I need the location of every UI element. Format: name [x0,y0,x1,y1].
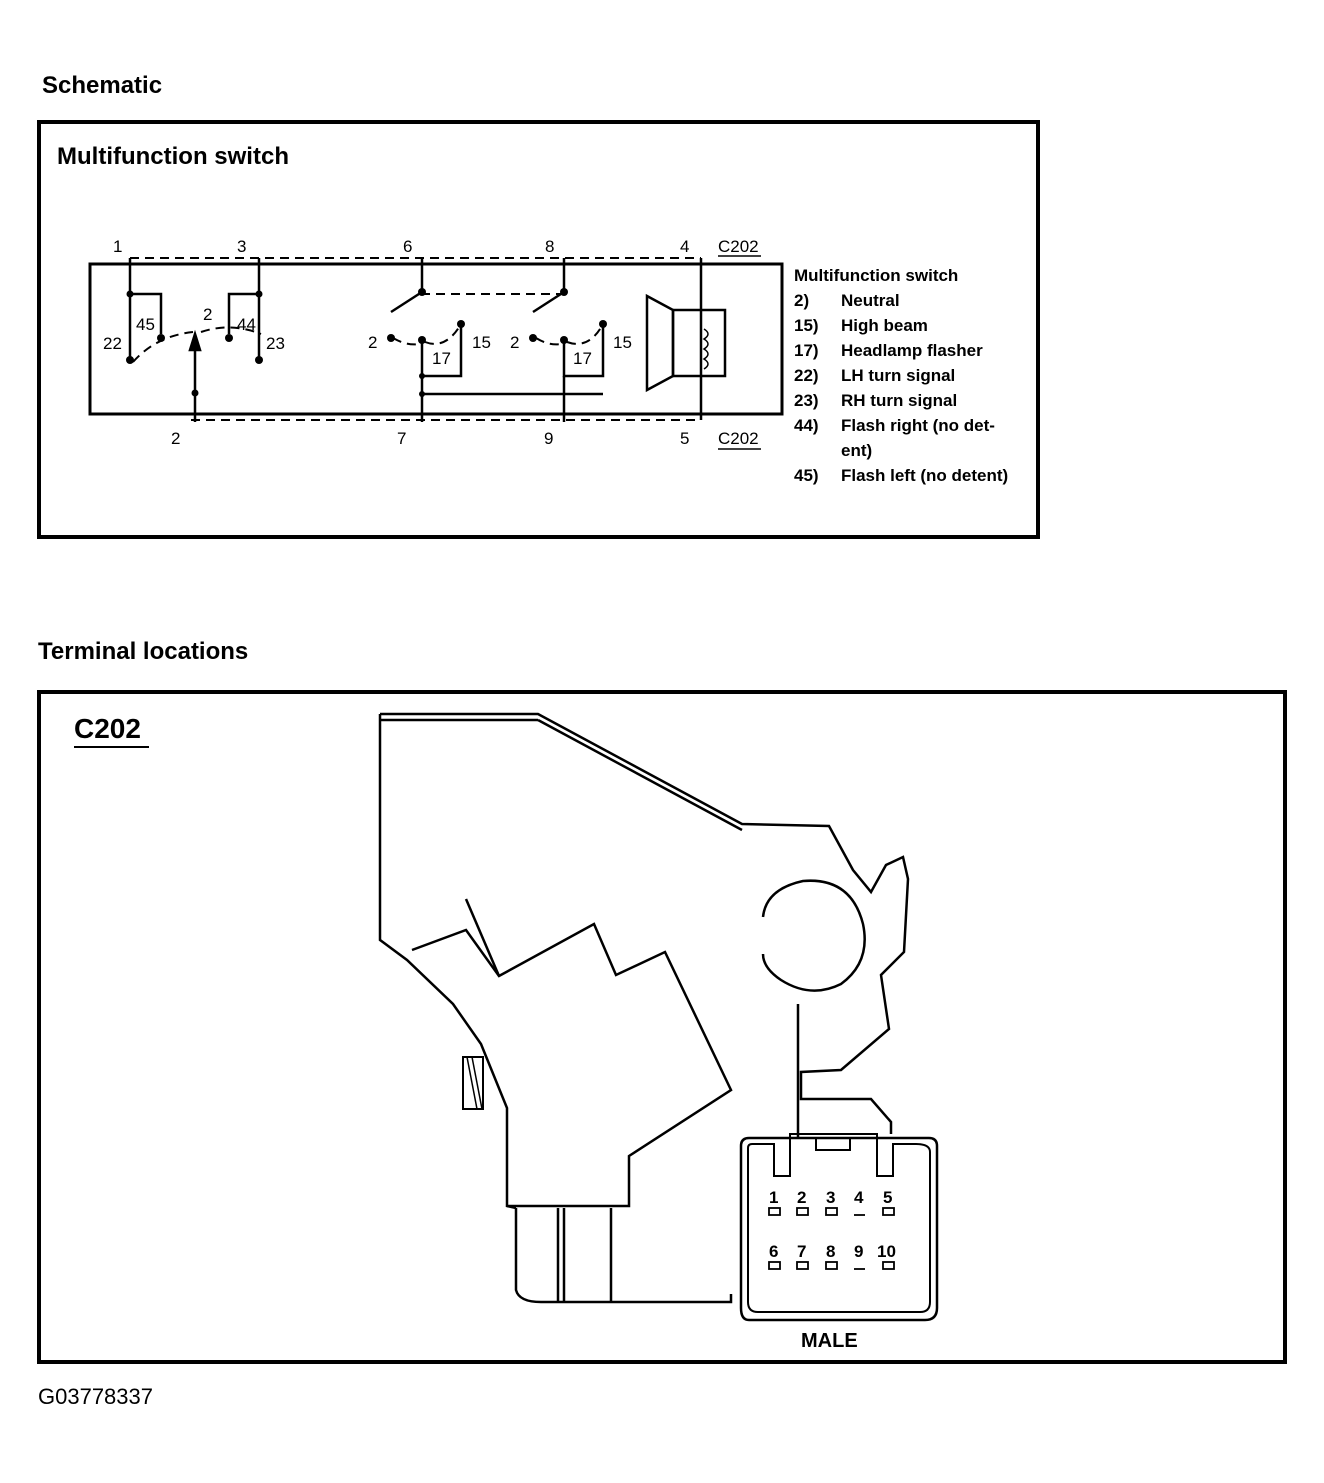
top-pin-label: 8 [545,237,554,256]
contact-label: 44 [237,315,256,334]
legend-desc: LH turn signal [841,366,955,385]
connector-label: C202 [74,713,141,744]
pin-number: 6 [769,1242,778,1261]
schematic-heading: Schematic [42,72,163,99]
contact-label: 2 [368,333,377,352]
dashed-links [130,257,701,421]
legend-code: 45) [794,466,819,485]
contact-label: 15 [613,333,632,352]
legend-desc: Neutral [841,291,900,310]
pin-sockets [768,1207,895,1270]
pin-number: 1 [769,1188,778,1207]
legend-code: 23) [794,391,819,410]
wiring [128,258,727,422]
legend-title: Multifunction switch [794,266,958,285]
legend-code: 44) [794,416,819,435]
pin-number: 10 [877,1242,896,1261]
pin-number: 8 [826,1242,835,1261]
contact-label: 17 [573,349,592,368]
terminal-box: C202 [37,690,1287,1364]
legend-code: 2) [794,291,809,310]
legend-desc: Flash left (no detent) [841,466,1008,485]
schematic-diagram: Multifunction switch [57,143,1008,485]
legend-desc: Flash right (no det- [841,416,995,435]
pin-number: 2 [797,1188,806,1207]
legend-code: 22) [794,366,819,385]
legend-desc: Headlamp flasher [841,341,983,360]
contact-label: 15 [472,333,491,352]
bottom-pin-label: 5 [680,429,689,448]
gender-label: MALE [801,1330,858,1352]
connector-label-bottom: C202 [718,429,759,448]
top-pin-label: 6 [403,237,412,256]
connector-label-top: C202 [718,237,759,256]
pin-number: 9 [854,1242,863,1261]
pin-number: 7 [797,1242,806,1261]
contact-label: 45 [136,315,155,334]
schematic-box-title: Multifunction switch [57,143,289,170]
pin-number: 3 [826,1188,835,1207]
contact-label: 17 [432,349,451,368]
legend-code: 17) [794,341,819,360]
legend-desc: High beam [841,316,928,335]
connector-face [739,1133,939,1322]
bottom-pin-label: 7 [397,429,406,448]
bottom-pin-label: 9 [544,429,553,448]
contact-dots [126,288,607,397]
top-pin-label: 3 [237,237,246,256]
legend-code: 15) [794,316,819,335]
contact-label: 2 [203,305,212,324]
contact-label: 22 [103,334,122,353]
top-pin-label: 1 [113,237,122,256]
schematic-box: Multifunction switch [37,120,1040,539]
figure-id: G03778337 [38,1384,153,1409]
bottom-pin-label: 2 [171,429,180,448]
connector-drawing: C202 [74,712,939,1352]
legend-desc: ent) [841,441,872,460]
legend: Multifunction switch 2) Neutral 15) High… [794,266,1008,485]
legend-desc: RH turn signal [841,391,957,410]
pin-number: 5 [883,1188,892,1207]
top-pin-label: 4 [680,237,689,256]
contact-label: 2 [510,333,519,352]
pin-number: 4 [854,1188,864,1207]
switch-housing [378,712,910,1304]
contact-label: 23 [266,334,285,353]
terminal-locations-heading: Terminal locations [38,638,249,665]
